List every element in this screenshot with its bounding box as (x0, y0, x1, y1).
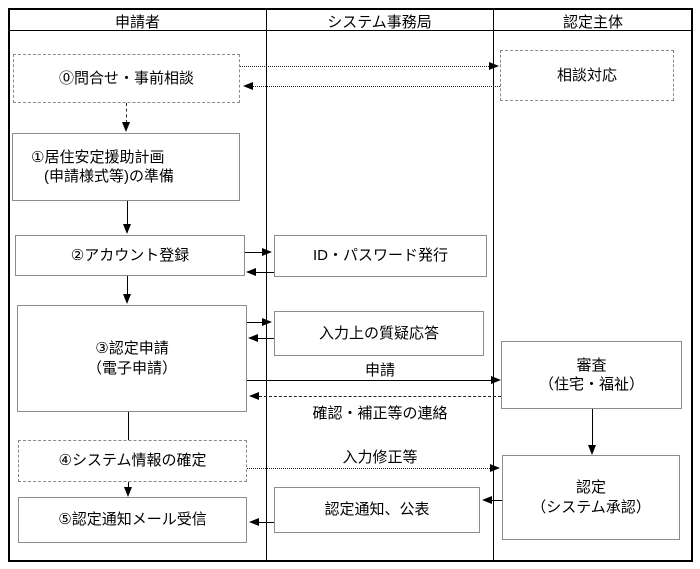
arrow-approve-to-notify (492, 500, 502, 501)
arrowhead-right-icon (262, 317, 272, 326)
node-review-line1: 審査 (576, 356, 607, 374)
arrowhead-down-icon (122, 294, 131, 304)
node-approve-line1: 認定 (575, 479, 606, 496)
arrow-plan-to-account (127, 201, 128, 225)
arrow-sysinfo-to-mail (128, 482, 129, 488)
arrowhead-right-icon (490, 463, 500, 472)
arrowhead-right-icon (491, 375, 501, 384)
node-review: 審査 （住宅・福祉） (501, 341, 682, 409)
arrowhead-left-icon (482, 495, 492, 504)
node-inquiry-label: ⓪問合せ・事前相談 (58, 69, 194, 87)
arrowhead-down-icon (122, 224, 131, 234)
node-review-line2: （住宅・福祉） (538, 376, 644, 393)
node-sysinfo: ④システム情報の確定 (18, 440, 247, 482)
node-qa-label: 入力上の質疑応答 (318, 324, 439, 342)
arrowhead-left-icon (246, 267, 256, 276)
node-account: ②アカウント登録 (15, 235, 245, 276)
arrowhead-left-icon (243, 81, 253, 90)
line-application-to-sysinfo (128, 412, 129, 440)
lane-header-applicant: 申請者 (114, 14, 160, 31)
arrow-account-to-idpass (245, 252, 262, 253)
arrowhead-left-icon (248, 333, 258, 342)
node-application-line1: ③認定申請 (95, 340, 169, 357)
arrowhead-right-icon (262, 247, 272, 256)
arrow-correction (247, 468, 490, 469)
arrow-application-to-qa (247, 322, 262, 323)
arrowhead-down-icon (123, 487, 132, 497)
node-idpass-label: ID・パスワード発行 (312, 247, 448, 265)
node-plan-line1: ①居住安定援助計画 (31, 148, 165, 166)
arrow-account-to-application (127, 276, 128, 295)
arrowhead-right-icon (489, 61, 499, 70)
edge-label-apply: 申請 (364, 362, 395, 379)
arrow-apply (247, 380, 491, 381)
node-consult: 相談対応 (500, 50, 674, 101)
lane-divider-1 (265, 8, 267, 562)
lane-divider-2 (492, 8, 494, 562)
arrowhead-left-icon (249, 391, 259, 400)
node-application: ③認定申請 （電子申請） (17, 305, 247, 412)
arrow-idpass-to-account (256, 272, 274, 273)
header-divider (8, 30, 693, 31)
arrow-inquiry-to-consult (240, 66, 489, 67)
arrow-inquiry-to-plan (126, 103, 127, 123)
arrow-notify-to-mail (259, 522, 274, 523)
node-consult-label: 相談対応 (556, 66, 617, 84)
node-notify: 認定通知、公表 (274, 487, 480, 533)
node-plan: ①居住安定援助計画 (申請様式等)の準備 (12, 133, 240, 201)
arrowhead-down-icon (121, 122, 130, 132)
node-mail-label: ⑤認定通知メール受信 (58, 511, 207, 529)
node-plan-line2: (申請様式等)の準備 (44, 168, 174, 185)
node-account-label: ②アカウント登録 (70, 246, 190, 264)
node-approve-line2: （システム承認） (531, 498, 651, 516)
arrow-review-to-approve (592, 409, 593, 445)
node-inquiry: ⓪問合せ・事前相談 (13, 54, 240, 103)
lane-header-system-office: システム事務局 (327, 14, 432, 31)
node-sysinfo-label: ④システム情報の確定 (58, 452, 207, 470)
node-qa: 入力上の質疑応答 (274, 311, 484, 356)
node-idpass: ID・パスワード発行 (274, 235, 487, 277)
edge-label-confirm: 確認・補正等の連絡 (312, 405, 448, 422)
node-mail: ⑤認定通知メール受信 (18, 497, 247, 543)
arrowhead-left-icon (249, 517, 259, 526)
node-application-line2: （電子申請） (86, 359, 177, 377)
edge-label-correction: 入力修正等 (342, 449, 418, 466)
lane-header-certifier: 認定主体 (562, 14, 623, 31)
arrowhead-down-icon (587, 445, 596, 455)
chart-frame (8, 8, 693, 562)
node-notify-label: 認定通知、公表 (324, 501, 430, 519)
node-approve: 認定 （システム承認） (502, 455, 680, 540)
arrow-qa-to-application (258, 338, 274, 339)
arrow-confirm (259, 396, 501, 397)
arrow-consult-to-inquiry (253, 86, 500, 87)
